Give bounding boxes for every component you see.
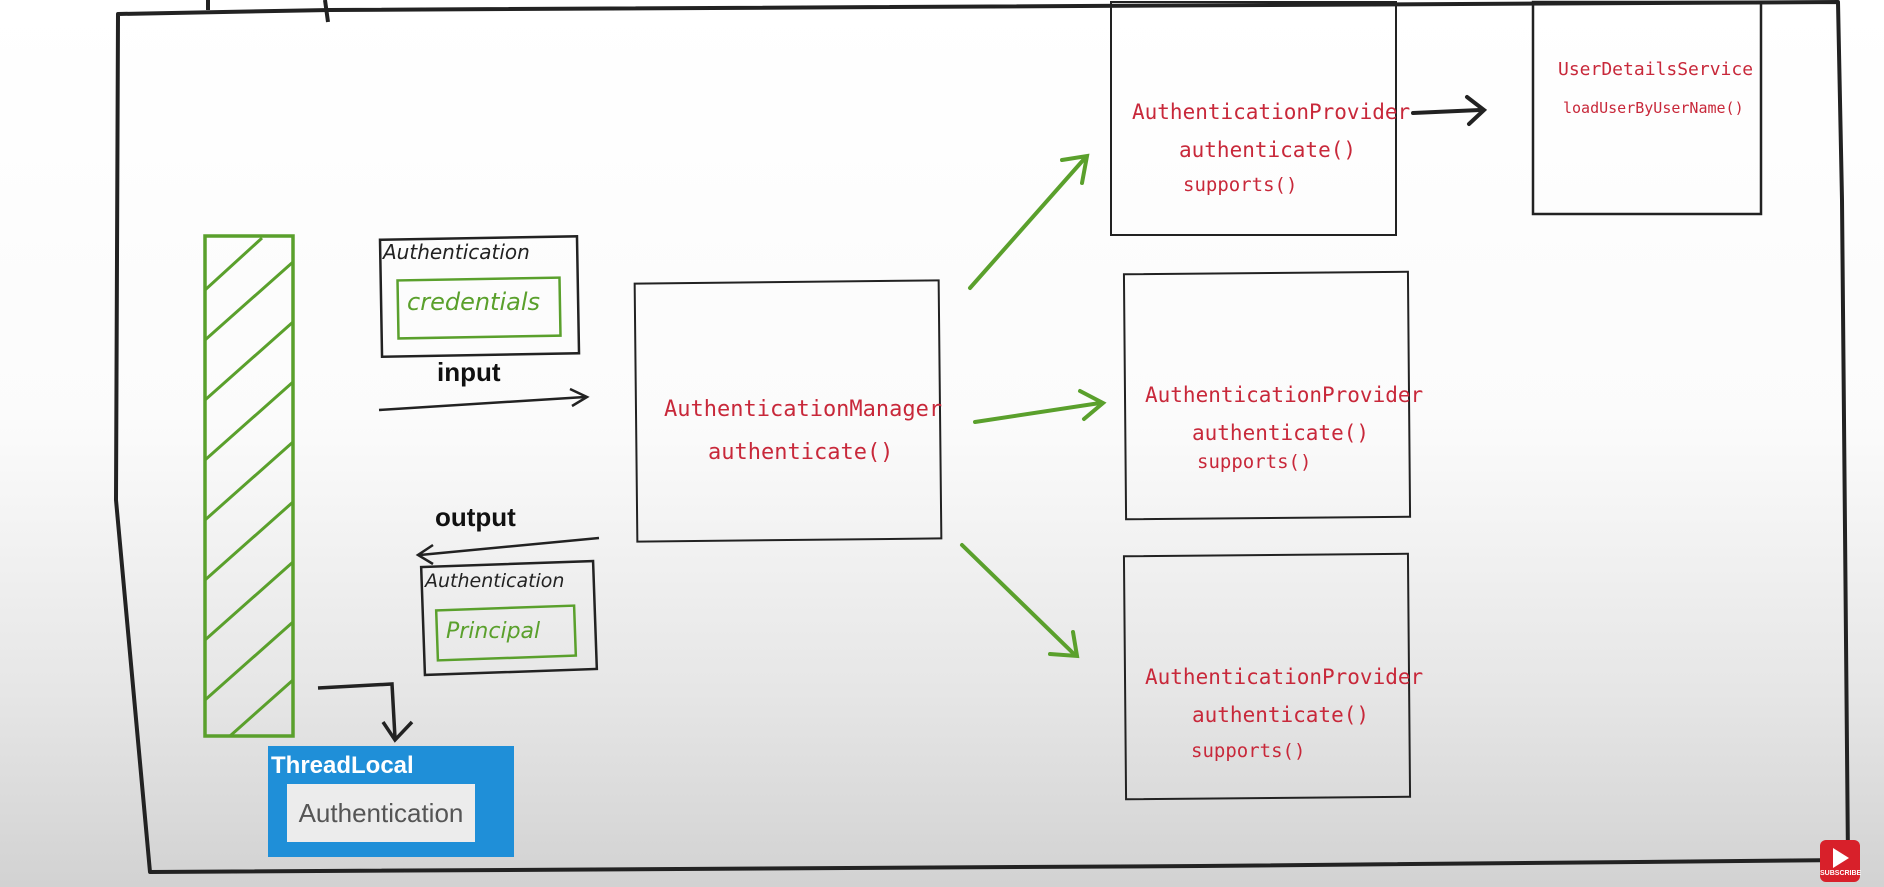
threadlocal-box: ThreadLocal Authentication: [268, 746, 514, 857]
userdetails-name: UserDetailsService: [1558, 59, 1754, 80]
arrow-to-provider-3: [960, 543, 1077, 657]
provider-2-method-supports: supports(): [1197, 451, 1312, 473]
manager-name: AuthenticationManager: [664, 397, 943, 422]
output-auth-card: [419, 559, 599, 677]
arrow-to-provider-1: [968, 156, 1087, 290]
provider-1-method-supports: supports(): [1183, 174, 1298, 196]
provider-box-1: [1110, 1, 1397, 236]
provider-1-method-authenticate: authenticate(): [1179, 138, 1357, 162]
green-arrows: [960, 153, 1107, 659]
output-arrow: [415, 536, 600, 566]
output-card-title: Authentication: [425, 570, 565, 592]
userdetails-method: loadUserByUserName(): [1563, 99, 1744, 117]
output-label: output: [435, 502, 516, 532]
subscribe-button[interactable]: SUBSCRIBE: [1820, 840, 1862, 882]
threadlocal-title: ThreadLocal: [271, 752, 414, 779]
input-auth-card: [378, 235, 581, 358]
filter-bar: [203, 234, 295, 738]
output-card-content: Principal: [446, 619, 541, 644]
manager-method: authenticate(): [708, 440, 894, 465]
threadlocal-arrow: [317, 682, 414, 743]
userdetails-box: [1531, 0, 1763, 216]
provider-3-method-authenticate: authenticate(): [1192, 703, 1370, 727]
provider-2-method-authenticate: authenticate(): [1192, 421, 1370, 445]
provider-1-name: AuthenticationProvider: [1132, 100, 1411, 124]
provider-2-name: AuthenticationProvider: [1145, 383, 1424, 407]
provider-3-method-supports: supports(): [1191, 740, 1306, 762]
provider-3-name: AuthenticationProvider: [1145, 665, 1424, 689]
play-icon: [1833, 848, 1849, 868]
threadlocal-content: Authentication: [287, 784, 475, 842]
frame-tab-mark: [206, 0, 330, 23]
input-card-title: Authentication: [383, 240, 530, 264]
userdetails-arrow: [1411, 95, 1488, 126]
input-label: input: [437, 357, 501, 387]
input-card-content: credentials: [407, 288, 540, 316]
input-arrow: [378, 387, 590, 412]
provider-box-3: [1122, 552, 1412, 801]
subscribe-label: SUBSCRIBE: [1820, 870, 1862, 877]
arrow-to-provider-2: [973, 401, 1102, 424]
provider-box-2: [1122, 270, 1412, 521]
outer-frame: [114, 0, 1850, 874]
manager-box: [633, 279, 943, 543]
